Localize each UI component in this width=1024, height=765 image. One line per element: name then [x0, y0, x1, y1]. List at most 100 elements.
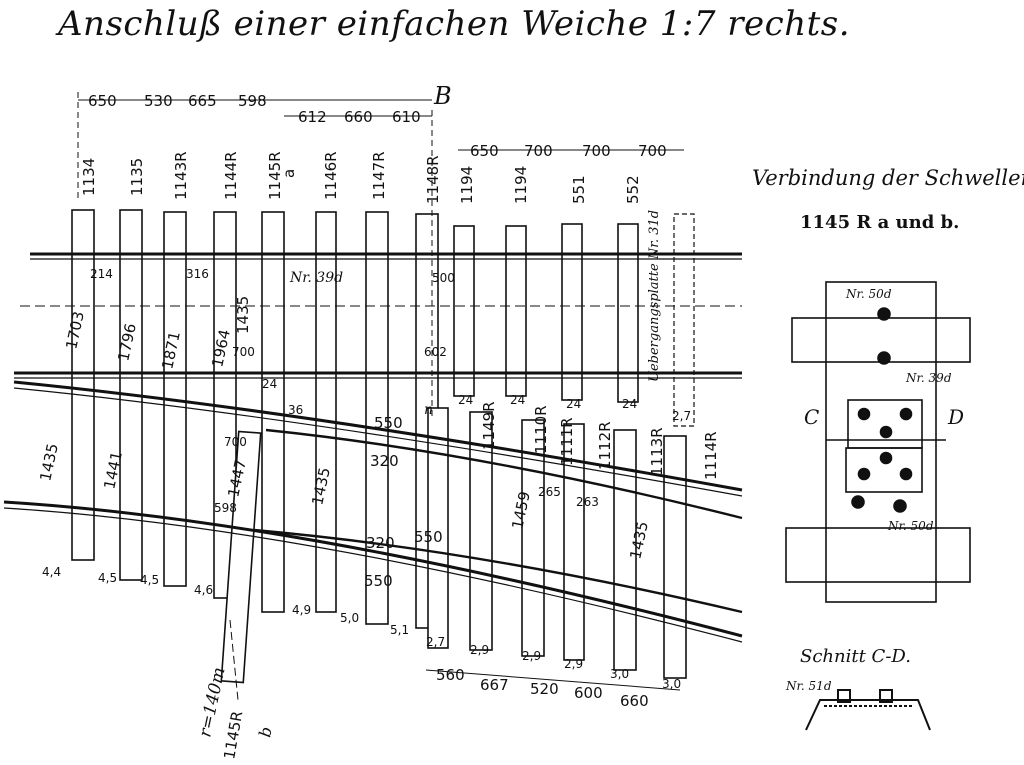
- bottom-num-2: 4,5: [98, 571, 117, 585]
- top-dim-4: 598: [238, 92, 267, 110]
- bottom-numbers: 4,4 4,5 4,5 4,6 4,9 5,0 5,1 2,7 2,9 2,9 …: [42, 565, 681, 710]
- dim-24c: 24: [510, 393, 525, 407]
- section-nr51: Nr. 51d: [785, 679, 832, 693]
- bottom-num-11: 2,9: [564, 657, 583, 671]
- detail-rail-bottom: [785, 527, 971, 583]
- bottom-dim-line: [425, 669, 681, 691]
- rails-group: [3, 252, 743, 643]
- right-dim-1: 650: [470, 142, 499, 160]
- dim-316: 316: [186, 267, 209, 281]
- sleeper-id-1: 1134: [80, 158, 98, 196]
- sleeper-id-4: 1144R: [222, 151, 240, 200]
- dim-550b: 550: [414, 528, 443, 546]
- diag-id-4: 1112R: [596, 421, 614, 470]
- bolt-2: [877, 351, 891, 365]
- top-dim-6: 660: [344, 108, 373, 126]
- bottom-dim-3: 520: [530, 680, 559, 698]
- sleeper-id-6: 1146R: [322, 151, 340, 200]
- sleeper-ids: 1134 1135 1143R 1144R 1145R a 1146R 1147…: [80, 151, 720, 480]
- sleepers-group: [71, 209, 695, 684]
- sleeper-1145-b: [220, 430, 262, 684]
- sleeper-id-10: 1194: [512, 166, 530, 204]
- rail-div-2: [3, 500, 743, 638]
- bottom-num-5: 4,9: [292, 603, 311, 617]
- sleeper-id-3: 1143R: [172, 151, 190, 200]
- diag-id-5: 1113R: [648, 427, 666, 476]
- bolt-8: [879, 451, 893, 465]
- bolt-1: [877, 307, 891, 321]
- n-label: n: [424, 402, 433, 418]
- diag-id-6: 1114R: [702, 431, 720, 480]
- detail-nr39: Nr. 39d: [905, 371, 952, 385]
- dim-36: 36: [288, 403, 303, 417]
- sleeper-low-2: [469, 411, 493, 651]
- sleeper-low-6: [663, 435, 687, 679]
- top-dim-1: 650: [88, 92, 117, 110]
- sleeper-id-12: 552: [624, 175, 642, 204]
- right-dim-2: 700: [524, 142, 553, 160]
- gauge-6: 1435: [36, 442, 62, 483]
- bottom-num-9: 2,9: [470, 643, 489, 657]
- misc-labels: 214 316 500 602 700 700 598 550 550 550 …: [90, 210, 691, 761]
- sleeper-id-11: 551: [570, 175, 588, 204]
- dim-320b: 320: [366, 534, 395, 552]
- dim-24a: 24: [262, 377, 277, 391]
- detail-drawing: [785, 281, 971, 603]
- section-drawing: [805, 689, 931, 731]
- sleeper-short-1: [453, 225, 475, 397]
- section-bolt-1: [837, 689, 851, 703]
- bottom-num-7: 5,1: [390, 623, 409, 637]
- diag-id-2: 1110R: [532, 405, 550, 454]
- rail-div-1b: [13, 387, 743, 497]
- dim-550a: 550: [374, 414, 403, 432]
- rail-div-2b: [3, 507, 743, 643]
- section-title: Schnitt C-D.: [800, 646, 911, 667]
- bolt-10: [893, 499, 907, 513]
- marker-b: B: [433, 82, 452, 110]
- dim-700a: 700: [232, 345, 255, 359]
- bolt-4: [899, 407, 913, 421]
- bottom-num-3: 4,5: [140, 573, 159, 587]
- bottom-dim-4: 600: [574, 684, 603, 702]
- sleeper-short-3: [561, 223, 583, 401]
- drawing-title: Anschluß einer einfachen Weiche 1:7 rech…: [58, 4, 851, 44]
- dim-700b: 700: [224, 435, 247, 449]
- bolt-3: [857, 407, 871, 421]
- dim-602: 602: [424, 345, 447, 359]
- sleeper-low-1: [427, 407, 449, 649]
- diag-id-1: 1149R: [480, 401, 498, 450]
- dimension-lines: [20, 92, 742, 701]
- section-profile: [805, 699, 931, 731]
- sleeper-long-6: [315, 211, 337, 613]
- bolt-6: [857, 467, 871, 481]
- top-dim-5: 612: [298, 108, 327, 126]
- diag-id-3: 1111R: [558, 417, 576, 466]
- sleeper-id-7: 1147R: [370, 151, 388, 200]
- gauge-5: 1435: [234, 296, 252, 334]
- bottom-num-10: 2,9: [522, 649, 541, 663]
- sleeper-id-8: 1148R: [424, 155, 442, 204]
- top-dimension-chain: 650 530 665 598 612 660 610 B 650 700 70…: [88, 82, 667, 160]
- sleeper-long-7: [365, 211, 389, 625]
- rail-frog-2: [253, 528, 743, 614]
- dim-265: 265: [538, 485, 561, 499]
- right-dim-3: 700: [582, 142, 611, 160]
- bolt-9: [851, 495, 865, 509]
- dim-598: 598: [214, 501, 237, 515]
- dim-214: 214: [90, 267, 113, 281]
- sleeper-dashed: [673, 213, 695, 427]
- rail-div-1: [13, 380, 743, 492]
- bottom-dim-5: 660: [620, 692, 649, 710]
- nr39-label: Nr. 39d: [289, 270, 343, 286]
- bolt-5: [879, 425, 893, 439]
- detail-nr50b: Nr. 50d: [887, 519, 934, 533]
- sleeper-low-3: [521, 419, 545, 657]
- dim-24b: 24: [458, 393, 473, 407]
- detail-subtitle: 1145 R a und b.: [800, 212, 960, 233]
- section-bolt-2: [879, 689, 893, 703]
- bolt-7: [899, 467, 913, 481]
- dim-550c: 550: [364, 572, 393, 590]
- bottom-num-1: 4,4: [42, 565, 61, 579]
- dim-27: 2,7: [672, 409, 691, 423]
